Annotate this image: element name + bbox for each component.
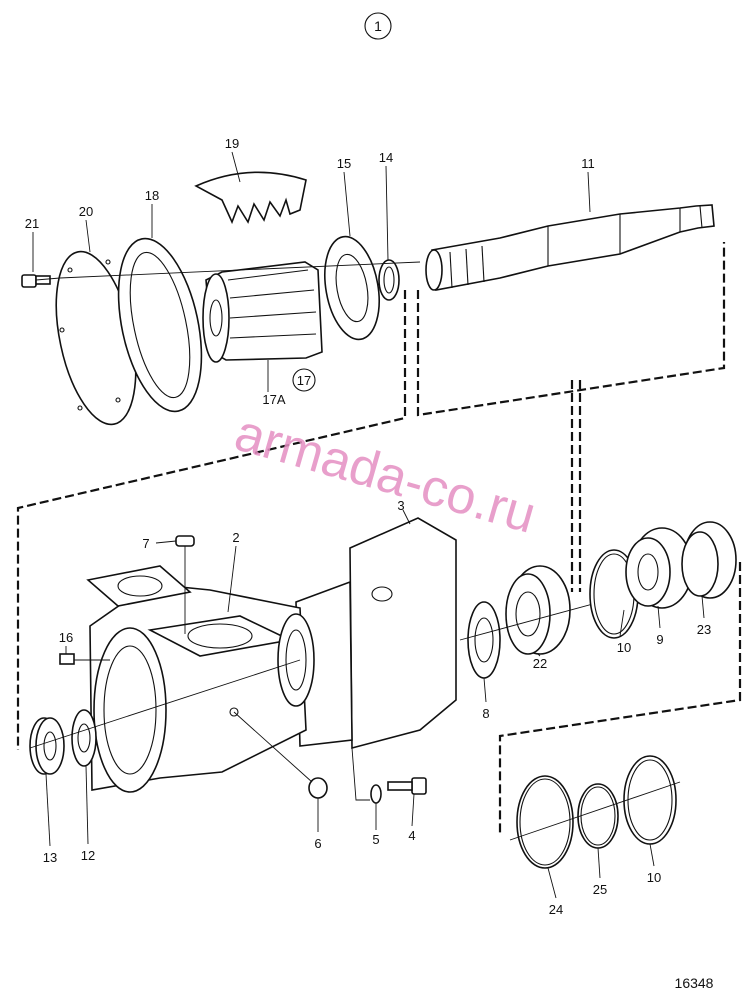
watermark-text: armada-co.ru [229, 404, 542, 545]
label-13: 13 [43, 850, 57, 865]
label-25: 25 [593, 882, 607, 897]
part-17a-impeller [202, 261, 323, 363]
label-22: 22 [533, 656, 547, 671]
label-16: 16 [59, 630, 73, 645]
label-4: 4 [408, 828, 415, 843]
part-18-gasket [117, 237, 203, 413]
part-23-bearing [681, 521, 737, 599]
part-7-screw [155, 535, 195, 634]
part-3-bearing-housing [295, 517, 457, 750]
part-5-washer [370, 784, 382, 804]
part-12-washer [71, 709, 97, 767]
label-11: 11 [581, 156, 595, 171]
label-8: 8 [482, 706, 489, 721]
label-23: 23 [697, 622, 711, 637]
label-10-lower: 10 [647, 870, 661, 885]
connector-lower-right [498, 562, 742, 836]
part-19-wear-plate [194, 171, 307, 225]
part-21-screw [21, 274, 61, 288]
group-number-circle: 1 [364, 12, 392, 40]
part-4-screw [387, 777, 427, 795]
label-24: 24 [549, 902, 563, 917]
part-24-ring [516, 775, 574, 869]
label-9: 9 [656, 632, 663, 647]
part-22-bearing [505, 565, 571, 655]
part-2-pump-housing [86, 565, 315, 793]
part-10-circlip-lower [623, 755, 677, 845]
part-6-plug [233, 711, 328, 799]
figure-number: 16348 [675, 975, 714, 991]
label-6: 6 [314, 836, 321, 851]
connector-upper-left [16, 290, 407, 750]
label-18: 18 [145, 188, 159, 203]
connector-upper-right [416, 242, 726, 417]
leader-lines [32, 151, 705, 899]
label-12: 12 [81, 848, 95, 863]
label-2: 2 [232, 530, 239, 545]
label-20: 20 [79, 204, 93, 219]
label-15: 15 [337, 156, 351, 171]
label-5: 5 [372, 832, 379, 847]
part-25-circlip [577, 783, 619, 849]
label-14: 14 [379, 150, 393, 165]
label-7: 7 [142, 536, 149, 551]
part-15-washer [324, 235, 380, 341]
label-17a: 17A [262, 392, 285, 407]
group-number-text: 1 [374, 18, 382, 34]
label-21: 21 [25, 216, 39, 231]
part-labels: 19 20 18 21 15 14 11 17A 17 7 2 3 16 13 … [25, 136, 711, 917]
part-9-bearing [625, 527, 693, 609]
label-19: 19 [225, 136, 239, 151]
sub-group-circle-17: 17 [292, 368, 316, 392]
part-8-seal [467, 601, 501, 679]
label-3: 3 [397, 498, 404, 513]
part-16-pin [59, 653, 110, 665]
part-14-snap-ring [378, 259, 400, 301]
part-13-seal-cap [29, 717, 65, 775]
part-11-shaft [425, 204, 715, 291]
label-17: 17 [297, 373, 311, 388]
label-10-upper: 10 [617, 640, 631, 655]
